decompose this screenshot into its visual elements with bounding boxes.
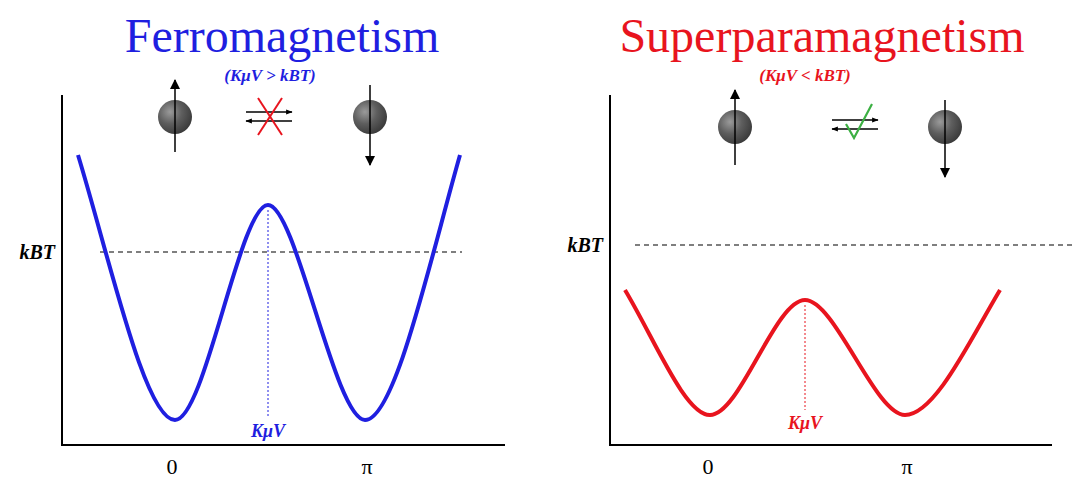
condition-label: (KμV < kBT): [759, 67, 851, 86]
panel-title: Ferromagnetism: [125, 10, 440, 63]
barrier-marker: [268, 210, 269, 416]
tick-label: π: [901, 455, 912, 479]
axis-label: kBT: [19, 241, 55, 263]
energy-curve: [78, 155, 460, 420]
particle: [353, 85, 387, 165]
thermal-line: [635, 244, 1075, 245]
axis-label: kBT: [567, 234, 603, 256]
condition-label: (KμV > kBT): [224, 67, 316, 86]
energy-curve: [625, 290, 1000, 415]
particle: [158, 80, 192, 152]
thermal-line: [100, 251, 462, 252]
tick-label: 0: [703, 455, 714, 479]
axes: [61, 95, 505, 446]
particle: [718, 90, 752, 165]
barrier-label: KμV: [251, 422, 285, 442]
barrier-marker: [805, 305, 806, 410]
particle: [928, 100, 962, 177]
panel-title: Superparamagnetism: [619, 10, 1024, 63]
equilibrium-arrows: [246, 98, 292, 135]
equilibrium-arrows: [832, 104, 878, 138]
barrier-label: KμV: [788, 414, 822, 434]
tick-label: π: [361, 455, 372, 479]
axes: [609, 95, 1052, 446]
tick-label: 0: [167, 455, 178, 479]
